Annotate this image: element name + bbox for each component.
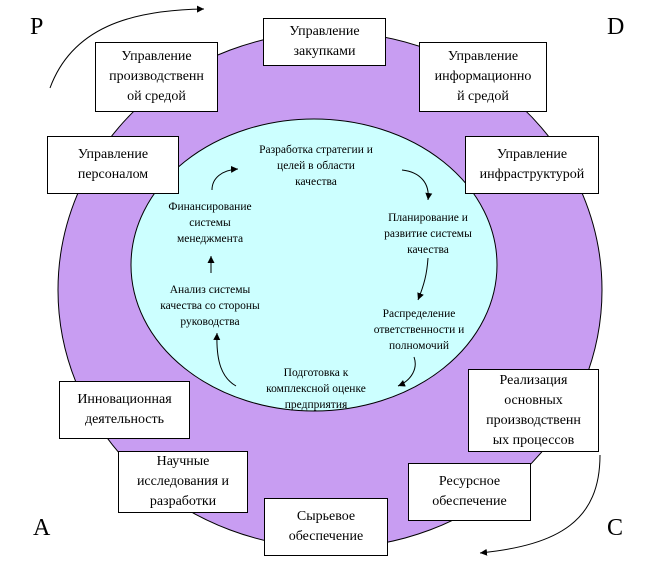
box-production-environment: Управление производственн ой средой [95,42,218,112]
cycle-arrow-right-lower [397,356,416,387]
box-raw-materials: Сырьевое обеспечение [264,498,388,556]
box-information-environment: Управление информационно й средой [419,42,547,112]
cycle-arrow-top-left [211,165,239,191]
step-financing: Финансирование системы менеджмента [168,201,252,245]
box-innovation: Инновационная деятельность [59,381,190,439]
step-planning: Планирование и развитие системы качества [384,212,472,256]
box-infrastructure: Управление инфраструктурой [465,136,599,194]
pdca-arrow-top [49,5,205,89]
box-research: Научные исследования и разработки [118,451,248,513]
step-distribution: Распределение ответственности и полномоч… [373,308,465,352]
pdca-arrow-bottom [479,454,601,556]
box-main-processes: Реализация основных производственн ых пр… [468,369,599,452]
corner-label-d: D [607,14,625,40]
step-assessment: Подготовка к комплексной оценке предприя… [266,367,366,411]
cycle-arrow-bottom-left [213,332,237,387]
corner-label-p: P [30,14,44,40]
corner-label-c: C [607,515,624,541]
box-procurement: Управление закупками [263,18,386,66]
box-personnel: Управление персоналом [47,136,179,194]
corner-label-a: A [33,515,51,541]
inner-circle [130,118,498,412]
box-resources: Ресурсное обеспечение [408,463,531,521]
step-strategy: Разработка стратегии и целей в области к… [259,144,373,188]
cycle-arrow-right-upper [417,257,429,301]
step-analysis: Анализ системы качества со стороны руков… [160,284,260,328]
cycle-arrow-top-right [401,169,433,201]
